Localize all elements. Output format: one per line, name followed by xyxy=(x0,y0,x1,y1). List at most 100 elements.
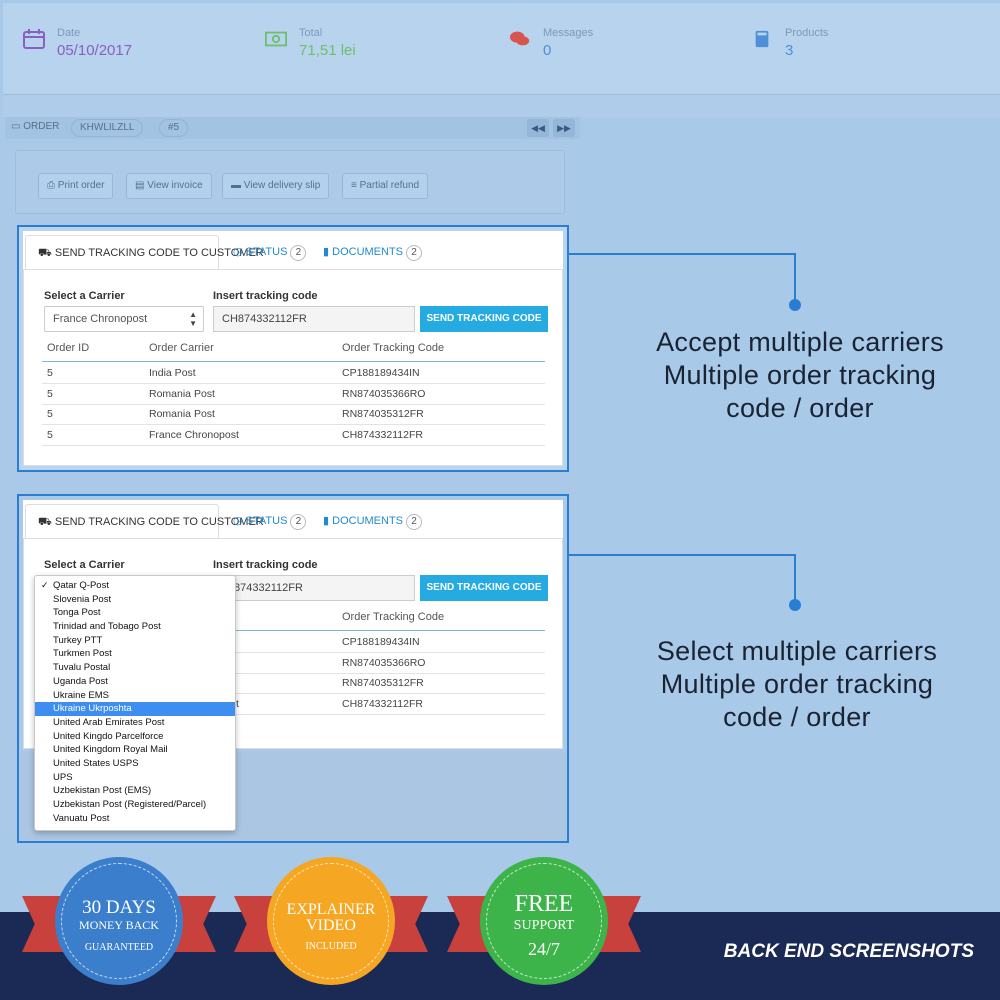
tracking-code-input[interactable]: CH874332112FR xyxy=(213,306,415,332)
tracking-code-input[interactable]: 874332112FR xyxy=(213,575,415,601)
row-divider xyxy=(42,714,545,715)
money-icon xyxy=(265,31,287,47)
cell-order-id: 5 xyxy=(47,408,53,420)
stat-value: 71,51 lei xyxy=(299,42,356,59)
dropdown-option[interactable]: Turkey PTT xyxy=(53,634,103,646)
cell-tracking-code: CP188189434IN xyxy=(342,367,420,379)
row-divider xyxy=(42,445,545,446)
dropdown-option[interactable]: Slovenia Post xyxy=(53,593,112,605)
dropdown-option[interactable]: Trinidad and Tobago Post xyxy=(53,621,161,633)
dropdown-option[interactable]: Turkmen Post xyxy=(53,648,112,660)
dropdown-option[interactable]: Ukraine EMS xyxy=(53,689,109,701)
print-order-button[interactable]: ⎙ Print order xyxy=(38,173,114,199)
connector-dot xyxy=(789,599,801,611)
table-header-divider xyxy=(42,630,545,631)
dropdown-option[interactable]: United States USPS xyxy=(53,757,139,769)
column-order-id: Order ID xyxy=(47,342,90,354)
carrier-select[interactable]: France Chronopost ▲▼ xyxy=(44,306,204,332)
partial-refund-button[interactable]: ≡ Partial refund xyxy=(342,173,429,199)
view-invoice-button[interactable]: ▤ View invoice xyxy=(126,173,212,199)
cell-tracking-code: RN874035366RO xyxy=(342,388,426,400)
status-count: 2 xyxy=(290,245,307,261)
row-divider xyxy=(42,673,545,674)
dropdown-option[interactable]: United Kingdo Parcelforce xyxy=(53,730,164,742)
dropdown-option[interactable]: United Kingdom Royal Mail xyxy=(53,744,168,756)
previous-order-button[interactable]: ◀◀ xyxy=(527,119,549,137)
cell-carrier: India Post xyxy=(149,367,196,379)
caption-2: Select multiple carriers Multiple order … xyxy=(617,635,977,734)
connector-line xyxy=(569,253,796,255)
connector-line xyxy=(794,253,796,303)
messages-icon xyxy=(509,31,530,46)
dropdown-option[interactable]: UPS xyxy=(53,771,73,783)
connector-line xyxy=(569,554,796,556)
badge-explainer-video: EXPLAINER VIDEO INCLUDED xyxy=(267,857,395,985)
dropdown-option[interactable]: Tuvalu Postal xyxy=(53,662,111,674)
document-icon: ▮ xyxy=(323,515,330,527)
status-count: 2 xyxy=(290,514,307,530)
cell-carrier: Romania Post xyxy=(149,388,215,400)
stat-label: Date xyxy=(57,27,81,39)
badge-line: 30 DAYS xyxy=(82,897,156,918)
cell-order-id: 5 xyxy=(47,429,53,441)
stat-label: Total xyxy=(299,27,323,39)
badge-line: INCLUDED xyxy=(305,941,357,952)
cell-order-id: 5 xyxy=(47,367,53,379)
dropdown-option-highlighted[interactable]: Ukraine Ukrposhta xyxy=(35,702,235,716)
order-number: #5 xyxy=(159,119,189,137)
badge-money-back: 30 DAYS MONEY BACK GUARANTEED xyxy=(55,857,183,985)
caption-line: code / order xyxy=(726,393,874,423)
tracking-label: Insert tracking code xyxy=(213,559,318,571)
carrier-label: Select a Carrier xyxy=(44,559,125,571)
tab-send-tracking[interactable]: ⛟ SEND TRACKING CODE TO CUSTOMER xyxy=(25,235,264,269)
connector-line xyxy=(794,554,796,603)
documents-count: 2 xyxy=(406,514,423,530)
stat-value: 05/10/2017 xyxy=(57,42,133,59)
select-arrows-icon: ▲▼ xyxy=(189,310,197,328)
dropdown-option[interactable]: Tonga Post xyxy=(53,607,101,619)
view-delivery-slip-button[interactable]: ▬ View delivery slip xyxy=(222,173,330,199)
next-order-button[interactable]: ▶▶ xyxy=(553,119,575,137)
checkmark-icon: ✓ xyxy=(41,580,49,590)
stat-label: Products xyxy=(785,27,829,39)
row-divider xyxy=(42,652,545,653)
send-tracking-code-button[interactable]: SEND TRACKING CODE xyxy=(420,306,548,332)
documents-count: 2 xyxy=(406,245,423,261)
dropdown-option[interactable]: ✓Qatar Q-Post xyxy=(41,580,109,591)
badge-free-support: FREE SUPPORT 24/7 xyxy=(480,857,608,985)
connector-dot xyxy=(789,299,801,311)
column-order-carrier: Order Carrier xyxy=(149,342,214,354)
carrier-label: Select a Carrier xyxy=(44,290,125,302)
tracking-panel-2: ⛟ SEND TRACKING CODE TO CUSTOMER ◷ STATU… xyxy=(17,494,569,843)
badge-line: MONEY BACK xyxy=(79,918,159,932)
caption-line: Select multiple carriers xyxy=(656,636,938,666)
calendar-icon xyxy=(23,29,45,49)
caption-line: Multiple order tracking xyxy=(663,360,937,390)
badge-line: VIDEO xyxy=(306,917,356,934)
order-actions: ⎙ Print order ▤ View invoice ▬ View deli… xyxy=(15,150,565,214)
cell-tracking-code: CH874332112FR xyxy=(342,429,423,441)
badge-ring xyxy=(486,863,602,979)
carrier-dropdown-list[interactable]: ✓Qatar Q-Post Slovenia Post Tonga Post T… xyxy=(34,575,236,831)
caption-line: code / order xyxy=(723,702,871,732)
clock-icon: ◷ xyxy=(233,246,243,258)
send-tracking-code-button[interactable]: SEND TRACKING CODE xyxy=(420,575,548,601)
tracking-label: Insert tracking code xyxy=(213,290,318,302)
column-tracking-code: Order Tracking Code xyxy=(342,342,445,354)
badge-ring xyxy=(273,863,389,979)
dropdown-option[interactable]: Uganda Post xyxy=(53,675,108,687)
row-divider xyxy=(42,424,545,425)
order-label: ▭ ORDER xyxy=(11,121,60,132)
dropdown-option[interactable]: Vanuatu Post xyxy=(53,812,110,824)
cell-tracking-code: CP188189434IN xyxy=(342,636,420,648)
dropdown-option[interactable]: Uzbekistan Post (EMS) xyxy=(53,785,152,797)
cell-tracking-code: RN874035366RO xyxy=(342,657,426,669)
dropdown-option[interactable]: United Arab Emirates Post xyxy=(53,716,165,728)
dropdown-option[interactable]: Uzbekistan Post (Registered/Parcel) xyxy=(53,799,207,810)
tracking-panel-1: ⛟ SEND TRACKING CODE TO CUSTOMER ◷ STATU… xyxy=(17,225,569,472)
tab-send-tracking[interactable]: ⛟ SEND TRACKING CODE TO CUSTOMER xyxy=(25,504,264,538)
